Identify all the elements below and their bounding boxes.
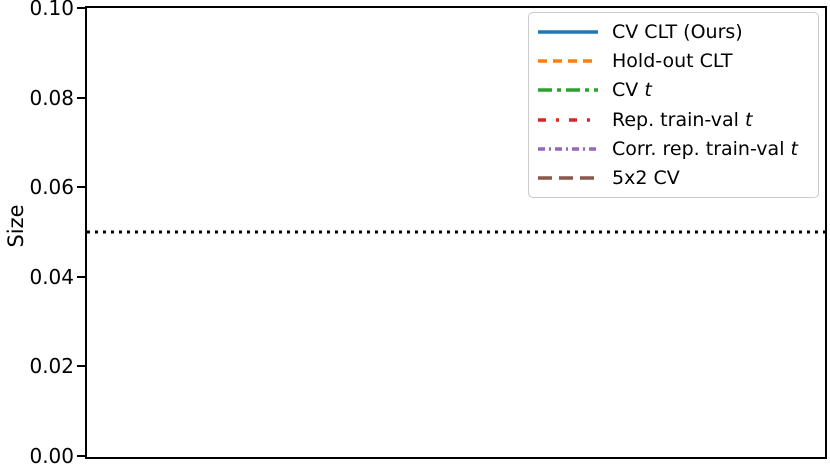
y-tick-label: 0.02 bbox=[29, 354, 74, 379]
y-tick-mark bbox=[77, 275, 85, 278]
y-tick-label: 0.00 bbox=[29, 444, 74, 464]
reference-line-layer bbox=[87, 230, 825, 234]
legend-row: CV t bbox=[529, 76, 818, 105]
legend-row: Rep. train-val t bbox=[529, 105, 818, 134]
legend-line-swatch bbox=[538, 29, 598, 34]
legend-label: Rep. train-val t bbox=[612, 108, 753, 131]
y-tick-mark bbox=[77, 186, 85, 189]
legend-row: 5x2 CV bbox=[529, 164, 818, 193]
y-tick-label: 0.04 bbox=[29, 264, 74, 289]
legend-line-swatch bbox=[538, 117, 598, 122]
y-tick-mark bbox=[77, 455, 85, 457]
y-tick-mark bbox=[77, 96, 85, 99]
legend-line-swatch bbox=[538, 59, 598, 63]
legend-label-italic-part: t bbox=[790, 137, 798, 160]
y-axis-label: Size bbox=[4, 204, 28, 248]
y-tick-label: 0.08 bbox=[29, 85, 74, 110]
legend-label: CV t bbox=[612, 79, 652, 102]
legend-row: Hold-out CLT bbox=[529, 46, 818, 75]
y-tick-label: 0.10 bbox=[29, 0, 74, 20]
legend-line-swatch bbox=[538, 147, 598, 151]
legend-label: 5x2 CV bbox=[612, 167, 680, 190]
legend-label: CV CLT (Ours) bbox=[612, 20, 743, 43]
legend-row: CV CLT (Ours) bbox=[529, 17, 818, 46]
y-tick-mark bbox=[77, 365, 85, 368]
legend-line-swatch bbox=[538, 176, 598, 181]
legend-line-swatch bbox=[538, 88, 598, 93]
legend-label: Hold-out CLT bbox=[612, 50, 733, 72]
legend: CV CLT (Ours) Hold-out CLT CV t Rep. train-… bbox=[528, 12, 819, 198]
legend-label-italic-part: t bbox=[644, 79, 652, 102]
legend-row: Corr. rep. train-val t bbox=[529, 134, 818, 163]
y-tick-mark bbox=[77, 7, 85, 9]
legend-label: Corr. rep. train-val t bbox=[612, 137, 798, 160]
y-tick-label: 0.06 bbox=[29, 175, 74, 200]
legend-label-italic-part: t bbox=[744, 108, 753, 131]
